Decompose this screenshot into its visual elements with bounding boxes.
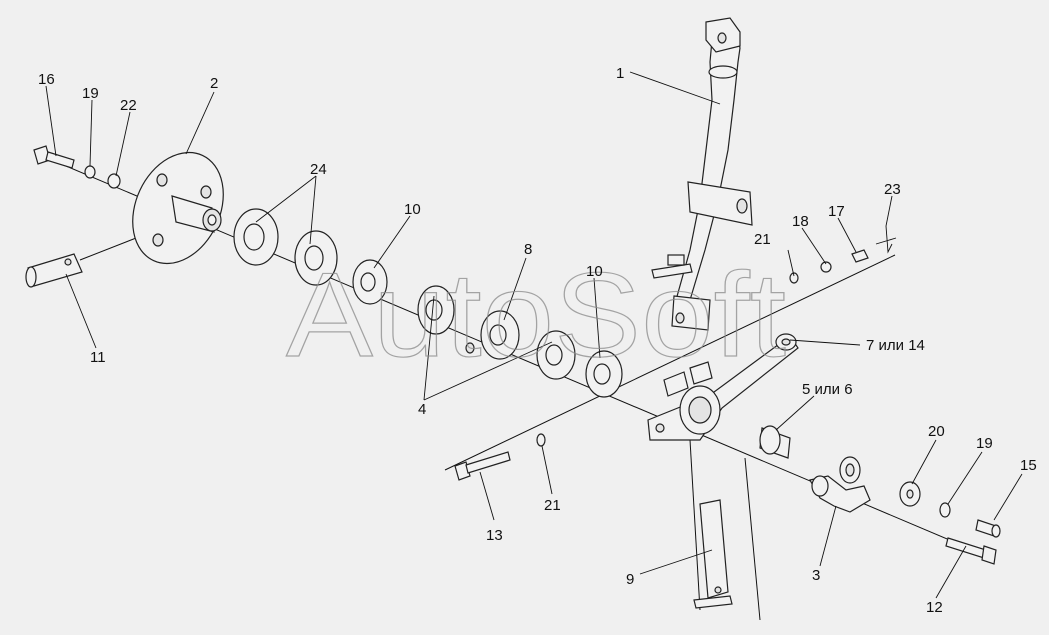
part-arm-7 [647,333,799,441]
watermark: AutoSoft [286,248,786,382]
callout-3: 3 [812,567,820,584]
callout-19-right: 19 [976,435,993,452]
part-bracket-3 [809,456,871,513]
part-bolts-12-15 [945,519,1001,565]
part-washers-24 [233,208,338,286]
callout-17: 17 [828,203,845,220]
callout-12: 12 [926,599,943,616]
part-washer-20 [899,481,921,507]
callout-2: 2 [210,75,218,92]
part-bolt-16 [33,145,75,169]
leader-lines [45,71,1023,599]
callout-24: 24 [310,161,327,178]
part-lever-1 [651,17,753,331]
callout-15: 15 [1020,457,1037,474]
callout-19-left: 19 [82,85,99,102]
part-bolt-13 [454,451,511,481]
part-pin-11 [25,253,83,288]
part-bushings-4-8 [417,285,576,380]
part-flange-2 [132,151,224,265]
part-washers-10 [352,259,623,398]
callout-1: 1 [616,65,624,82]
callout-21-right: 21 [754,231,771,248]
callout-16: 16 [38,71,55,88]
callout-9: 9 [626,571,634,588]
callout-11: 11 [90,349,106,366]
callout-13: 13 [486,527,503,544]
part-bushing-5 [759,425,791,459]
callout-7-or-14: 7 или 14 [866,337,925,354]
part-plate-9 [693,499,733,609]
callout-22: 22 [120,97,137,114]
callout-5-or-6: 5 или 6 [802,381,853,398]
callout-4: 4 [418,401,426,418]
callout-10-top: 10 [404,201,421,218]
callout-23: 23 [884,181,901,198]
callout-8: 8 [524,241,532,258]
callout-18: 18 [792,213,809,230]
callout-10-mid: 10 [586,263,603,280]
callout-20: 20 [928,423,945,440]
callout-labels: 1 2 3 4 5 или 6 7 или 14 8 9 10 10 11 12… [38,65,1037,616]
callout-21-bottom: 21 [544,497,561,514]
part-cotter-pin-23 [875,225,897,254]
